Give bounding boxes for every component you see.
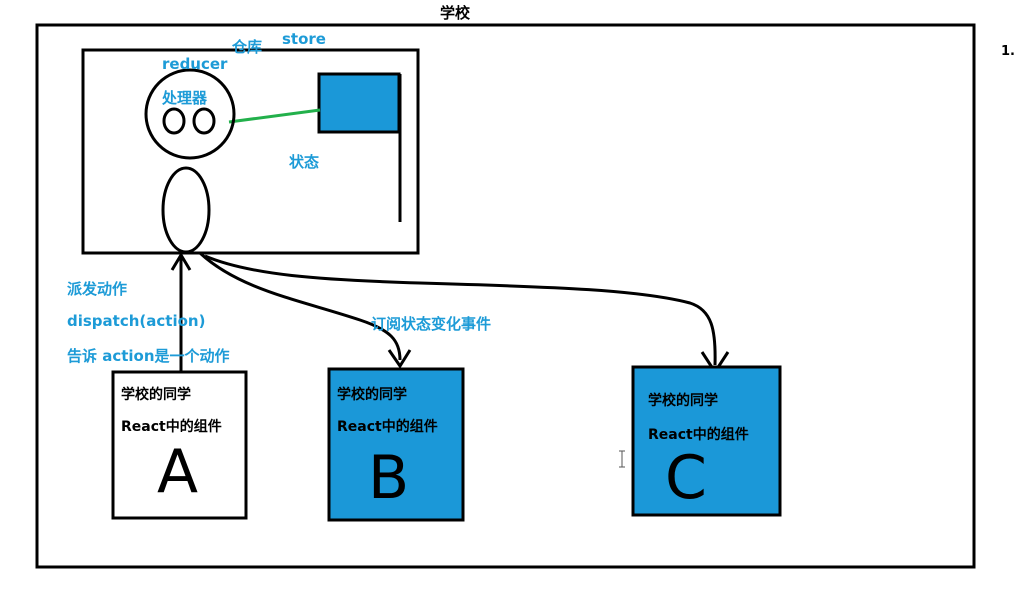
tell-label: 告诉 action是一个动作 <box>67 347 230 365</box>
dispatch-arrowhead <box>170 252 192 271</box>
side-number: 1. <box>1001 44 1014 59</box>
component-a-title: 学校的同学 <box>121 387 191 403</box>
component-b-title: 学校的同学 <box>337 387 407 403</box>
text-cursor-icon <box>619 450 625 468</box>
component-c-title: 学校的同学 <box>648 393 718 409</box>
right-eye <box>192 107 216 135</box>
school-frame <box>35 23 976 569</box>
component-box-c <box>631 365 782 517</box>
state-flag <box>317 72 401 134</box>
component-box-a <box>111 370 248 520</box>
reducer-label: reducer <box>162 55 228 73</box>
left-eye <box>162 107 186 135</box>
store-label-store: store <box>282 30 326 48</box>
dispatch-label-cn: 派发动作 <box>67 280 128 298</box>
subscribe-arrowhead-b <box>387 349 412 369</box>
component-a-letter: A <box>157 437 199 507</box>
processor-label: 处理器 <box>162 89 208 107</box>
page-title: 学校 <box>440 4 471 22</box>
component-a-subtitle: React中的组件 <box>121 419 222 435</box>
subscribe-arrow-b <box>198 251 402 361</box>
head-to-state-connector <box>228 108 321 124</box>
state-label: 状态 <box>289 153 320 171</box>
component-c-letter: C <box>665 443 707 513</box>
component-b-letter: B <box>368 443 410 513</box>
reducer-head <box>144 68 236 160</box>
subscribe-label: 订阅状态变化事件 <box>371 315 492 333</box>
reducer-body <box>161 166 211 254</box>
store-box <box>81 48 420 255</box>
component-c-subtitle: React中的组件 <box>648 427 749 443</box>
component-b-subtitle: React中的组件 <box>337 419 438 435</box>
component-box-b <box>327 367 465 522</box>
dispatch-label-code: dispatch(action) <box>67 312 206 330</box>
store-label-cangku: 仓库 <box>232 38 263 56</box>
subscribe-arrow-c <box>204 254 717 366</box>
